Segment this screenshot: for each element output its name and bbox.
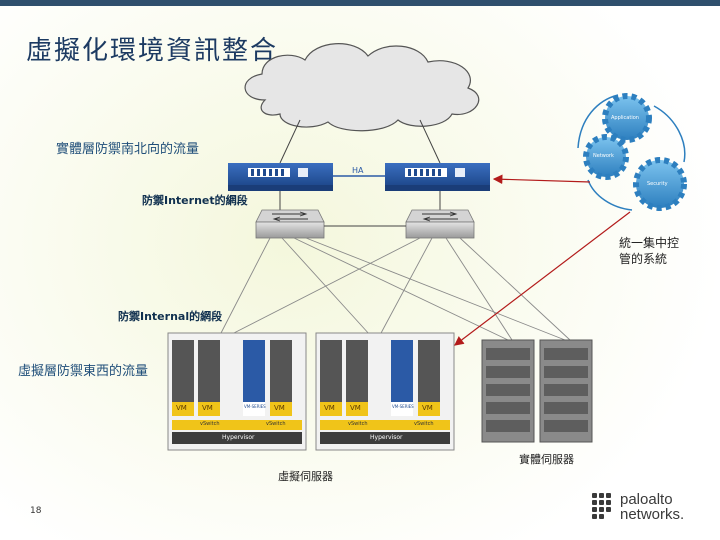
east-west-label: 虛擬層防禦東西的流量 — [18, 364, 149, 379]
network-switch-2 — [405, 209, 475, 239]
page-number: 18 — [30, 506, 42, 516]
vm-label: VM — [274, 404, 285, 412]
virtual-host-2 — [315, 332, 455, 451]
vm-label: VM — [422, 404, 433, 412]
link-cloud-fw2 — [419, 119, 441, 164]
vm-series-label: VM-SERIES — [244, 404, 266, 409]
vm-label: VM — [324, 404, 335, 412]
gear-network-icon — [583, 134, 629, 180]
central-mgmt-label-2: 管的系統 — [619, 252, 668, 266]
hypervisor-label: Hypervisor — [222, 434, 255, 441]
ha-label: HA — [352, 166, 364, 175]
north-south-label: 實體層防禦南北向的流量 — [56, 142, 200, 157]
vm-label: VM — [350, 404, 361, 412]
physical-server-1 — [481, 339, 535, 443]
gear-network-label: Network — [593, 153, 614, 159]
physical-server-2 — [539, 339, 593, 443]
paloalto-logo-icon — [592, 493, 611, 519]
gear-security-label: Security — [647, 181, 668, 187]
hypervisor-label: Hypervisor — [370, 434, 403, 441]
virtual-servers-label: 虛擬伺服器 — [278, 470, 333, 483]
virtual-host-1 — [167, 332, 307, 451]
internet-zone-label: 防禦Internet的網段 — [142, 194, 248, 207]
vswitch-label: vSwitch — [414, 421, 434, 427]
gear-application-icon — [602, 93, 652, 143]
vm-label: VM — [176, 404, 187, 412]
top-bar — [0, 0, 720, 6]
vswitch-label: vSwitch — [266, 421, 286, 427]
gear-security-icon — [633, 157, 687, 211]
vm-label: VM — [202, 404, 213, 412]
mgmt-arrow-firewall — [492, 174, 591, 185]
firewall-appliance-2 — [385, 163, 490, 191]
logo-line-1: paloalto — [620, 491, 673, 508]
gear-application-label: Application — [611, 115, 639, 121]
logo-text: paloalto networks. — [620, 492, 684, 522]
link-cloud-fw1 — [279, 119, 301, 164]
mgmt-arrow-virtual — [454, 211, 631, 346]
slide-title: 虛擬化環境資訊整合 — [26, 36, 279, 66]
internal-zone-label: 防禦Internal的網段 — [118, 310, 223, 323]
physical-servers-label: 實體伺服器 — [519, 453, 574, 466]
logo-line-2: networks. — [620, 506, 685, 523]
mesh-links — [219, 237, 571, 341]
central-mgmt-label-1: 統一集中控 — [619, 236, 680, 250]
vswitch-label: vSwitch — [200, 421, 220, 427]
network-switch-1 — [255, 209, 325, 239]
vswitch-label: vSwitch — [348, 421, 368, 427]
internet-cloud — [244, 43, 480, 132]
firewall-appliance-1 — [228, 163, 333, 191]
vm-series-label: VM-SERIES — [392, 404, 414, 409]
